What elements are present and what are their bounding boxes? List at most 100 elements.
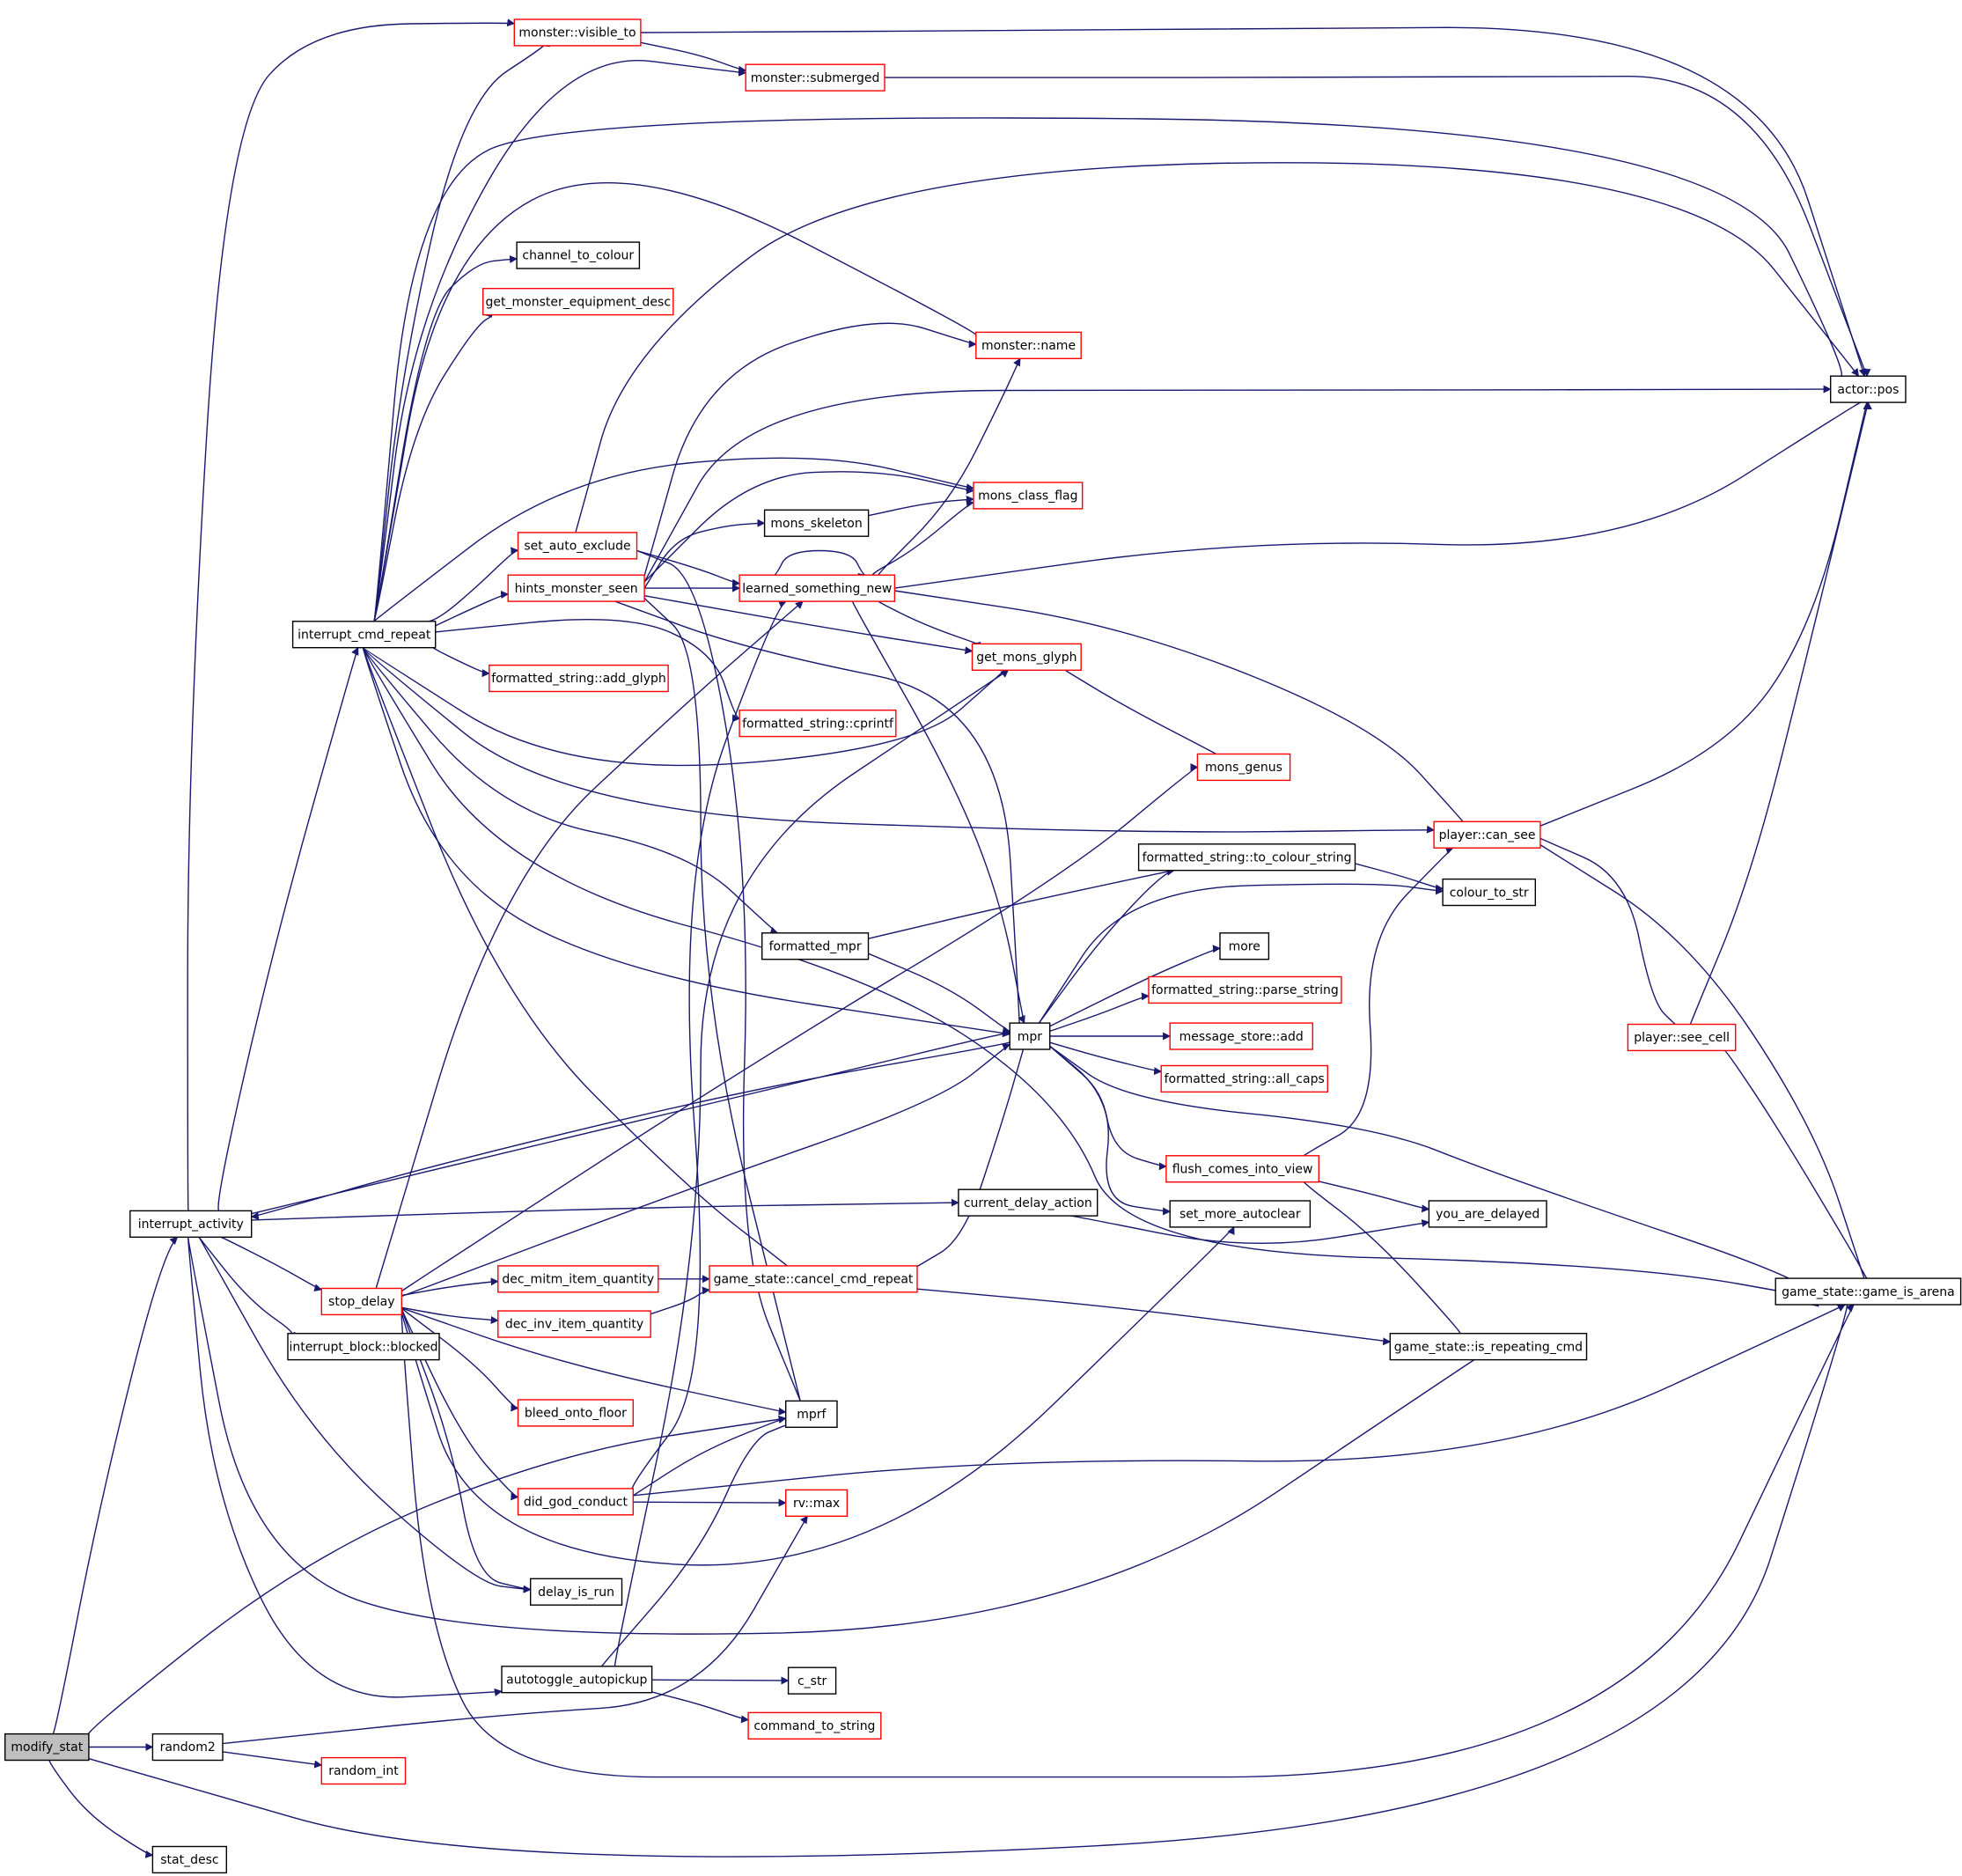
- edge-mpr-to-formatted_string_parse_string: [1049, 992, 1150, 1033]
- edge-stop_delay-to-mprf: [400, 1307, 787, 1416]
- edge-learned_something_new-to-learned_something_new: [773, 549, 867, 581]
- node-delay-is-run[interactable]: delay_is_run: [530, 1578, 623, 1606]
- node-label: mprf: [797, 1408, 827, 1422]
- edge-interrupt_activity-to-stop_delay: [220, 1236, 323, 1292]
- function-nodes: modify_stat interrupt_activity random2 stat…: [4, 18, 1962, 1874]
- node-label: formatted_string::parse_string: [1151, 983, 1339, 997]
- node-label: autotoggle_autopickup: [506, 1673, 647, 1687]
- node-formatted-mpr[interactable]: formatted_mpr: [761, 932, 870, 960]
- node-set-more-autoclear[interactable]: set_more_autoclear: [1169, 1200, 1312, 1228]
- node-monster-submerged[interactable]: monster::submerged: [745, 63, 885, 92]
- node-formatted-string-parse-string[interactable]: formatted_string::parse_string: [1148, 975, 1342, 1004]
- node-formatted-string-add-glyph[interactable]: formatted_string::add_glyph: [489, 664, 669, 693]
- edge-stop_delay-to-dec_inv_item_quantity: [401, 1306, 499, 1325]
- edge-monster_visible_to-to-monster_submerged: [640, 41, 747, 74]
- node-rv-max[interactable]: rv::max: [785, 1489, 849, 1518]
- node-formatted-string-cprintf[interactable]: formatted_string::cprintf: [739, 710, 897, 738]
- node-colour-to-str[interactable]: colour_to_str: [1442, 878, 1536, 907]
- node-set-auto-exclude[interactable]: set_auto_exclude: [517, 532, 638, 560]
- node-c-str[interactable]: c_str: [787, 1666, 837, 1695]
- edge-autotoggle_autopickup-to-command_to_string: [651, 1691, 749, 1724]
- edge-hints_monster_seen-to-get_mons_glyph: [643, 595, 974, 655]
- node-interrupt-cmd-repeat[interactable]: interrupt_cmd_repeat: [291, 621, 437, 649]
- edge-interrupt_cmd_repeat-to-get_monster_equipment_desc: [373, 309, 493, 622]
- node-modify-stat[interactable]: modify_stat: [4, 1733, 90, 1762]
- node-command-to-string[interactable]: command_to_string: [747, 1711, 882, 1740]
- node-box: [745, 63, 885, 92]
- node-bleed-onto-floor[interactable]: bleed_onto_floor: [517, 1399, 635, 1427]
- node-interrupt-block-blocked[interactable]: interrupt_block::blocked: [287, 1332, 440, 1361]
- node-box: [4, 1733, 90, 1762]
- node-message-store-add[interactable]: message_store::add: [1169, 1022, 1313, 1050]
- node-learned-something-new[interactable]: learned_something_new: [739, 574, 896, 602]
- node-box: [973, 482, 1084, 510]
- node-label: dec_mitm_item_quantity: [502, 1273, 654, 1287]
- node-mprf[interactable]: mprf: [785, 1400, 838, 1429]
- node-interrupt-activity[interactable]: interrupt_activity: [129, 1210, 253, 1239]
- node-flush-comes-into-view[interactable]: flush_comes_into_view: [1165, 1155, 1320, 1183]
- edge-mpr-to-game_state_game_is_arena: [1049, 1045, 1820, 1307]
- node-mons-genus[interactable]: mons_genus: [1196, 753, 1291, 782]
- node-get-mons-glyph[interactable]: get_mons_glyph: [971, 643, 1082, 672]
- node-hints-monster-seen[interactable]: hints_monster_seen: [507, 574, 645, 602]
- node-box: [291, 621, 437, 649]
- node-label: stat_desc: [160, 1853, 218, 1867]
- node-actor-pos[interactable]: actor::pos: [1829, 375, 1907, 403]
- node-stat-desc[interactable]: stat_desc: [151, 1845, 227, 1874]
- node-box: [482, 288, 674, 316]
- edge-dec_inv_item_quantity-to-game_state_cancel_cmd_repeat: [650, 1286, 710, 1315]
- node-box: [151, 1845, 227, 1874]
- edge-interrupt_cmd_repeat-to-game_state_game_is_arena: [362, 647, 1860, 1306]
- node-get-monster-equipment-desc[interactable]: get_monster_equipment_desc: [482, 288, 674, 316]
- node-dec-mitm-item-quantity[interactable]: dec_mitm_item_quantity: [497, 1265, 659, 1293]
- edge-mpr-to-colour_to_str: [1038, 883, 1444, 1024]
- node-box: [1137, 843, 1356, 872]
- node-channel-to-colour[interactable]: channel_to_colour: [516, 241, 641, 269]
- node-game-state-game-is-arena[interactable]: game_state::game_is_arena: [1775, 1277, 1962, 1306]
- edge-interrupt_cmd_repeat-to-player_can_see: [362, 647, 1435, 834]
- node-monster-name[interactable]: monster::name: [975, 331, 1082, 359]
- node-label: modify_stat: [11, 1740, 83, 1755]
- edge-stop_delay-to-mons_genus: [400, 762, 1199, 1292]
- node-player-see-cell[interactable]: player::see_cell: [1627, 1023, 1737, 1052]
- edge-autotoggle_autopickup-to-c_str: [651, 1676, 790, 1685]
- node-you-are-delayed[interactable]: you_are_delayed: [1428, 1200, 1547, 1228]
- node-formatted-string-to-colour-string[interactable]: formatted_string::to_colour_string: [1137, 843, 1356, 872]
- node-random2[interactable]: random2: [151, 1733, 224, 1762]
- node-mons-skeleton[interactable]: mons_skeleton: [763, 509, 870, 537]
- node-label: game_state::game_is_arena: [1782, 1285, 1955, 1299]
- node-autotoggle-autopickup[interactable]: autotoggle_autopickup: [501, 1666, 653, 1694]
- edge-random2-to-random_int: [222, 1751, 323, 1769]
- node-player-can-see[interactable]: player::can_see: [1433, 820, 1541, 849]
- node-mons-class-flag[interactable]: mons_class_flag: [973, 482, 1084, 510]
- node-did-god-conduct[interactable]: did_god_conduct: [517, 1488, 635, 1516]
- node-label: mons_genus: [1205, 761, 1282, 775]
- node-label: command_to_string: [753, 1719, 875, 1733]
- node-more[interactable]: more: [1219, 932, 1270, 960]
- node-box: [151, 1733, 224, 1762]
- edge-game_state_cancel_cmd_repeat-to-mpr: [916, 1041, 1030, 1268]
- node-stop-delay[interactable]: stop_delay: [320, 1287, 402, 1316]
- node-box: [1169, 1200, 1312, 1228]
- node-box: [320, 1287, 402, 1316]
- node-mpr[interactable]: mpr: [1009, 1022, 1051, 1050]
- node-game-state-cancel-cmd-repeat[interactable]: game_state::cancel_cmd_repeat: [709, 1265, 918, 1293]
- edge-autotoggle_autopickup-to-mprf: [600, 1418, 794, 1667]
- node-current-delay-action[interactable]: current_delay_action: [958, 1188, 1099, 1217]
- edge-hints_monster_seen-to-actor_pos: [643, 385, 1832, 583]
- node-game-state-is-repeating-cmd[interactable]: game_state::is_repeating_cmd: [1389, 1332, 1588, 1361]
- node-box: [763, 509, 870, 537]
- node-label: dec_inv_item_quantity: [505, 1318, 643, 1332]
- edge-learned_something_new-to-player_can_see: [894, 590, 1472, 829]
- node-dec-inv-item-quantity[interactable]: dec_inv_item_quantity: [497, 1310, 651, 1338]
- node-label: bleed_onto_floor: [525, 1407, 627, 1421]
- node-formatted-string-all-caps[interactable]: formatted_string::all_caps: [1160, 1064, 1328, 1093]
- edge-stop_delay-to-did_god_conduct: [400, 1307, 519, 1501]
- edge-learned_something_new-to-actor_pos: [894, 394, 1868, 589]
- node-random-int[interactable]: random_int: [320, 1756, 407, 1785]
- edge-stop_delay-to-dec_mitm_item_quantity: [401, 1277, 499, 1297]
- edge-interrupt_activity-to-monster_visible_to: [187, 18, 516, 1211]
- edge-set_auto_exclude-to-actor_pos: [575, 162, 1860, 533]
- node-monster-visible-to[interactable]: monster::visible_to: [513, 18, 642, 47]
- node-box: [1196, 753, 1291, 782]
